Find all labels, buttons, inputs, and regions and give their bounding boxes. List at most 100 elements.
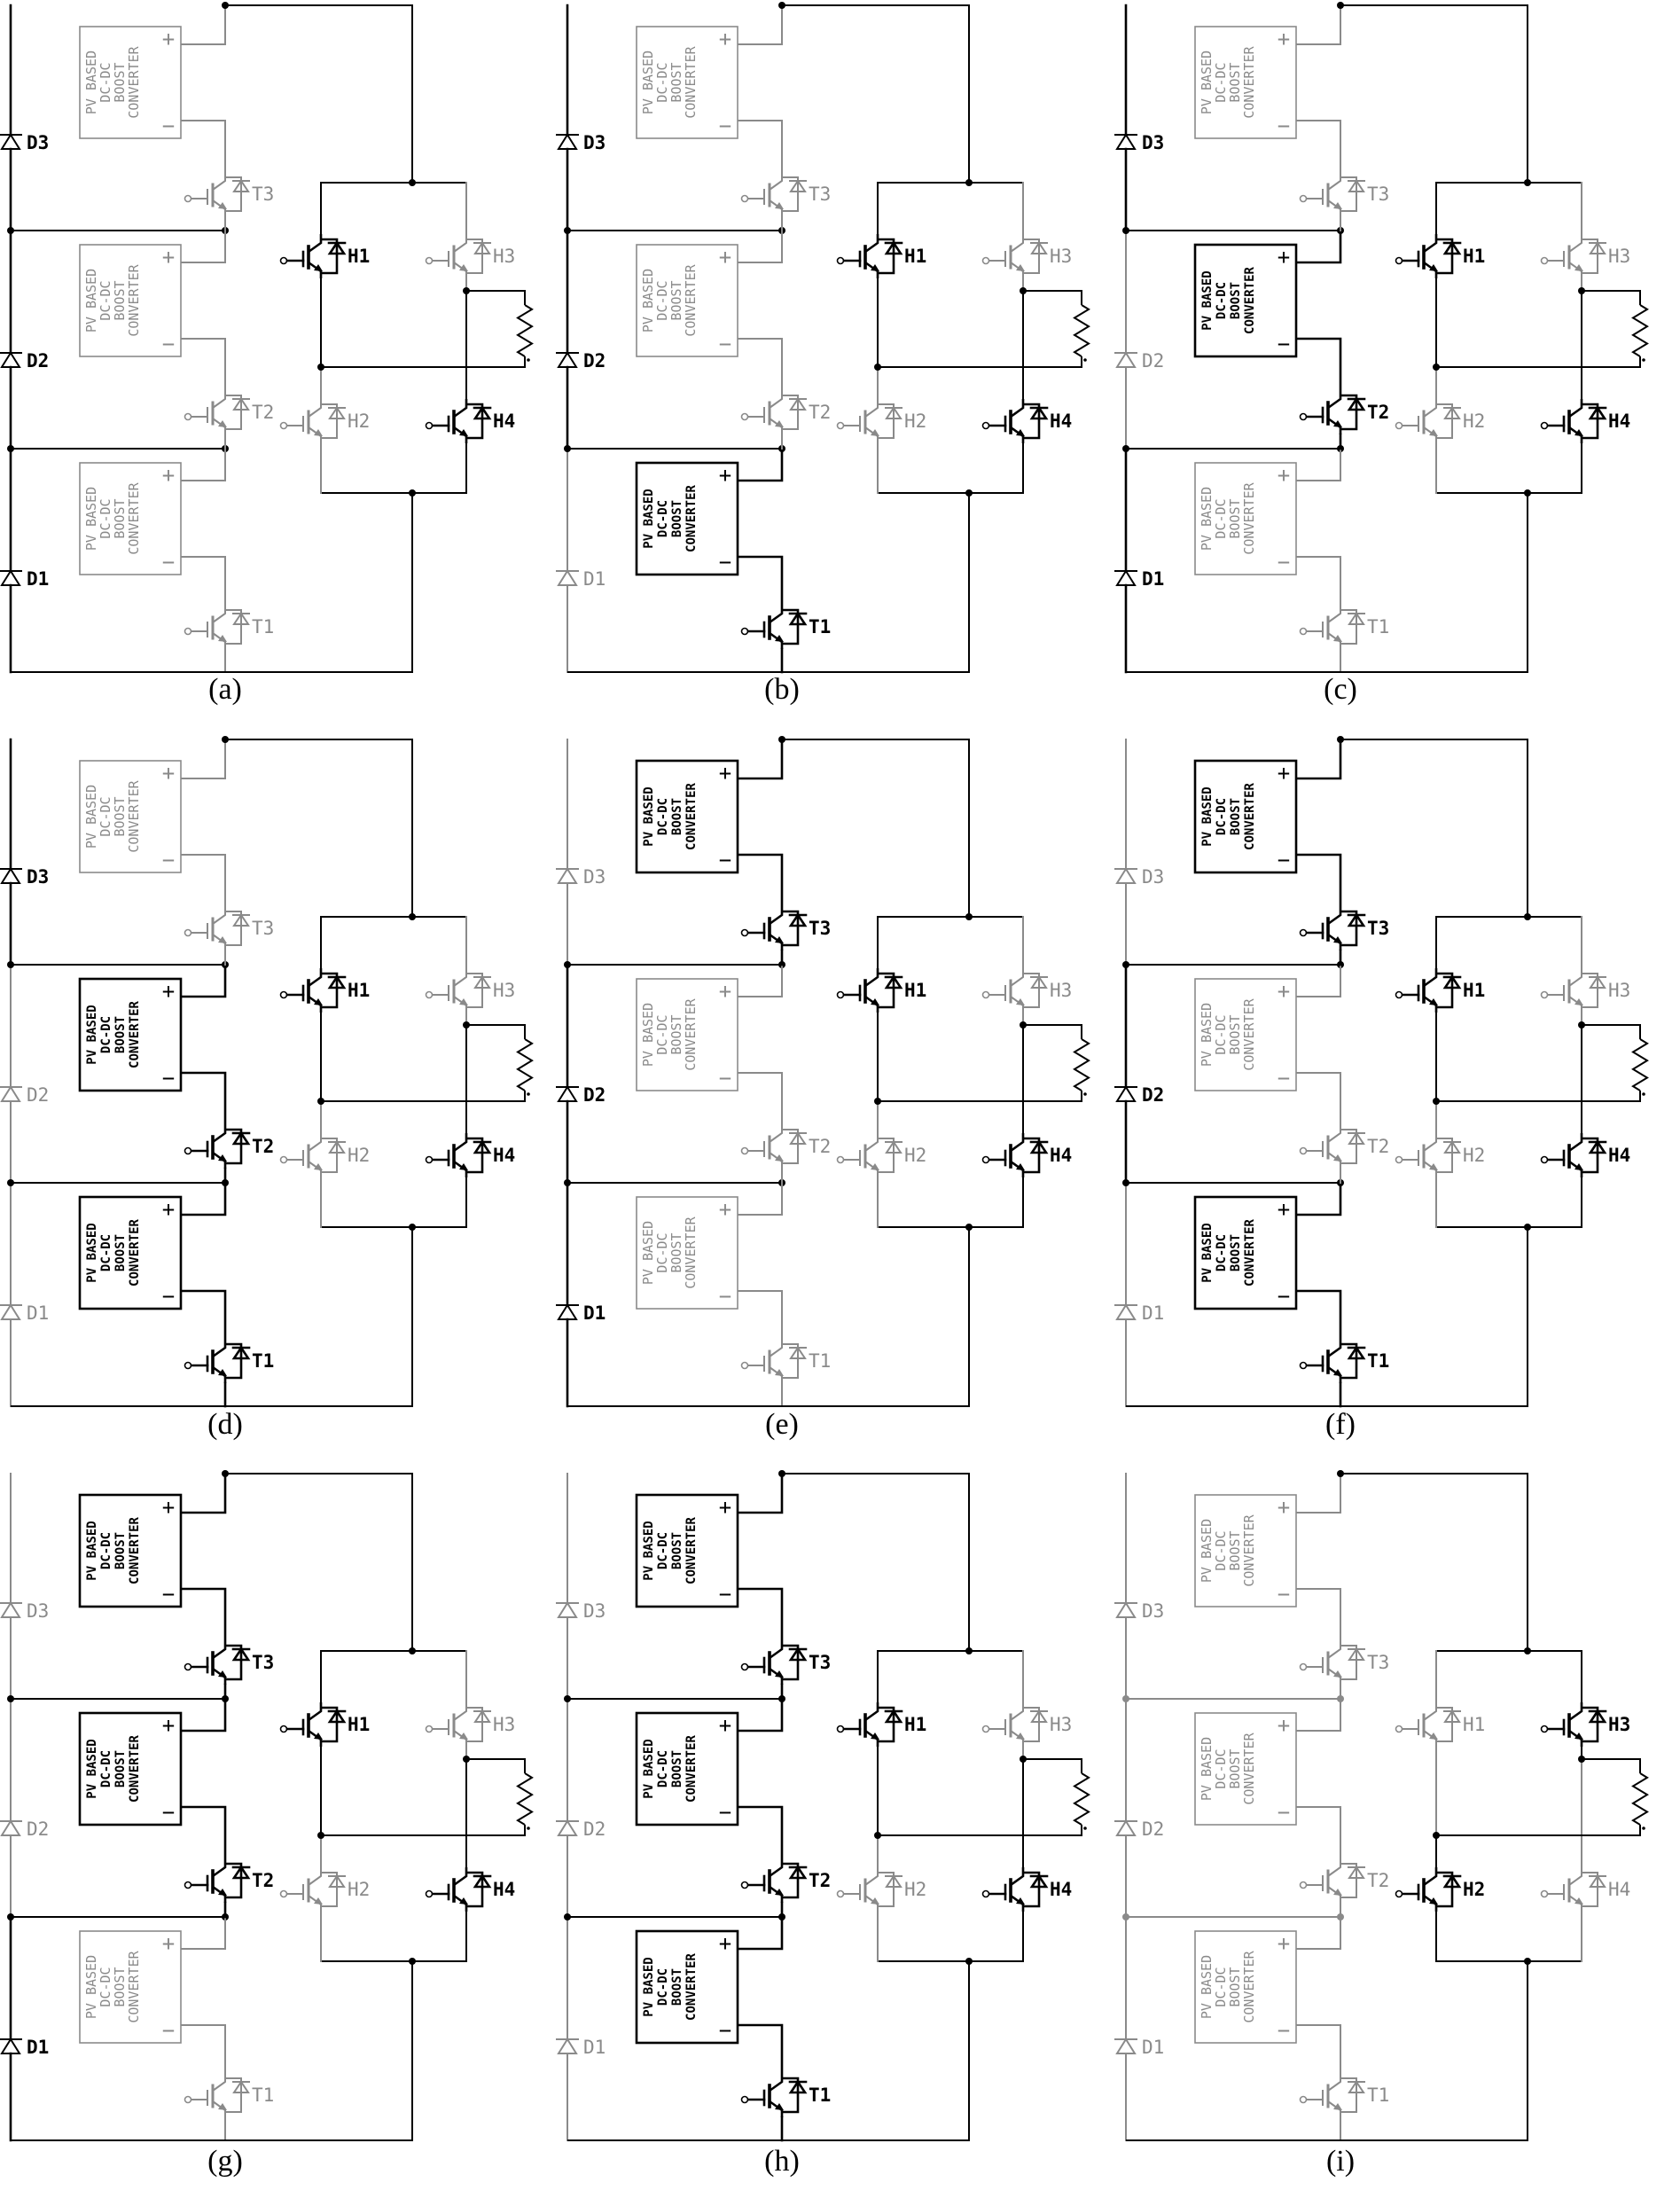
plus-terminal-sign: +: [719, 245, 731, 270]
plus-terminal-sign: +: [162, 1931, 175, 1956]
diode-D1: D1: [0, 568, 49, 590]
switch-label: T2: [1367, 1870, 1389, 1891]
load-terminal-dot: [1642, 1092, 1645, 1096]
switch-label: T3: [1367, 918, 1389, 939]
plus-terminal-sign: +: [719, 761, 731, 786]
converter-label-line: BOOST: [668, 62, 684, 102]
switch-T3: T3: [1299, 172, 1389, 216]
plus-terminal-sign: +: [1278, 1197, 1290, 1222]
converter-label-line: BOOST: [1229, 798, 1243, 835]
junction-dot: [1578, 287, 1585, 294]
switch-label: T2: [252, 1870, 274, 1891]
junction-dot: [965, 179, 973, 186]
converter-label-line: BOOST: [670, 1532, 684, 1569]
diode-D2: D2: [1114, 1084, 1164, 1106]
switch-label: T3: [809, 1652, 831, 1673]
hbridge-H2: H2: [836, 1867, 926, 1912]
converter-box: [78, 1493, 183, 1608]
switch-label: T2: [809, 1136, 831, 1157]
minus-terminal-sign: −: [719, 1284, 731, 1309]
converter-label-line: DC-DC: [1213, 1530, 1229, 1570]
load-terminal-dot: [1083, 1826, 1087, 1830]
switch-label: T1: [252, 616, 274, 637]
converter-label-line: CONVERTER: [1241, 481, 1257, 554]
converter-label-line: CONVERTER: [1241, 45, 1257, 118]
minus-terminal-sign: −: [719, 848, 731, 872]
diode-label: D1: [27, 1302, 49, 1324]
converter-label-line: BOOST: [670, 1968, 684, 2006]
converter-label-line: DC-DC: [99, 1234, 113, 1271]
switch-T1: T1: [740, 1339, 831, 1383]
junction-dot: [7, 1179, 14, 1186]
hbridge-H1: H1: [279, 968, 370, 1013]
hbridge-H3: H3: [1540, 1702, 1630, 1747]
minus-terminal-sign: −: [1278, 1284, 1290, 1309]
converter-label-line: CONVERTER: [128, 1219, 142, 1287]
panel-caption: (g): [207, 2145, 243, 2178]
switch-label: T3: [809, 184, 831, 205]
diode-D2: D2: [0, 1819, 49, 1840]
switch-label: T1: [809, 1350, 831, 1372]
converter-label-line: DC-DC: [656, 500, 670, 537]
converter-label-line: CONVERTER: [128, 1735, 142, 1803]
plus-terminal-sign: +: [719, 979, 731, 1004]
diode-label: D3: [27, 132, 49, 153]
junction-dot: [1122, 961, 1129, 968]
junction-dot: [1020, 287, 1027, 294]
switch-T1: T1: [740, 605, 831, 649]
panel-caption: (d): [207, 1408, 243, 1441]
minus-terminal-sign: −: [162, 1284, 175, 1309]
junction-dot: [874, 1098, 881, 1105]
converter-box: [1194, 978, 1297, 1091]
hbridge-H4: H4: [981, 1867, 1072, 1912]
converter-box: [1194, 26, 1297, 139]
switch-label: H1: [1463, 246, 1485, 267]
switch-T2: T2: [740, 1124, 831, 1169]
junction-dot: [564, 1695, 571, 1702]
converter-box: [79, 1930, 182, 2044]
panel-caption: (f): [1325, 1408, 1356, 1441]
junction-dot: [778, 1470, 785, 1477]
plus-terminal-sign: +: [1278, 979, 1290, 1004]
switch-label: T1: [1367, 2085, 1389, 2106]
diode-D2: D2: [556, 1084, 606, 1106]
converter-label-line: BOOST: [113, 1016, 128, 1053]
hbridge-H3: H3: [1540, 234, 1630, 278]
switch-label: H2: [1463, 1879, 1485, 1900]
junction-dot: [1524, 913, 1531, 920]
converter-label-line: DC-DC: [656, 1750, 670, 1787]
converter-label-line: CONVERTER: [126, 45, 142, 118]
converter-label-line: PV BASED: [1199, 1003, 1215, 1067]
load-terminal-dot: [1083, 1092, 1087, 1096]
converter-label-line: CONVERTER: [683, 45, 699, 118]
diode-D1: D1: [556, 1302, 606, 1324]
junction-dot: [1122, 1179, 1129, 1186]
converter-box: [635, 1711, 739, 1826]
converter-label-line: PV BASED: [640, 269, 656, 332]
hbridge-H2: H2: [1395, 399, 1485, 443]
diode-label: D2: [1142, 1084, 1164, 1106]
switch-label: H3: [1608, 246, 1630, 267]
diode-label: D3: [583, 866, 606, 888]
converter-label-line: PV BASED: [642, 1957, 656, 2016]
plus-terminal-sign: +: [162, 1713, 175, 1738]
converter-label-line: DC-DC: [656, 798, 670, 835]
converter-label-line: CONVERTER: [684, 1735, 699, 1803]
converter-label-line: BOOST: [668, 1232, 684, 1272]
switch-label: H4: [1050, 1145, 1072, 1166]
converter-label-line: PV BASED: [1199, 1955, 1215, 2019]
converter-label-line: DC-DC: [1213, 498, 1229, 538]
junction-dot: [965, 489, 973, 497]
plus-terminal-sign: +: [1278, 463, 1290, 488]
switch-T2: T2: [1299, 1858, 1389, 1903]
converter-label-line: BOOST: [112, 280, 128, 320]
switch-label: T2: [252, 402, 274, 423]
converter-box: [79, 462, 182, 575]
